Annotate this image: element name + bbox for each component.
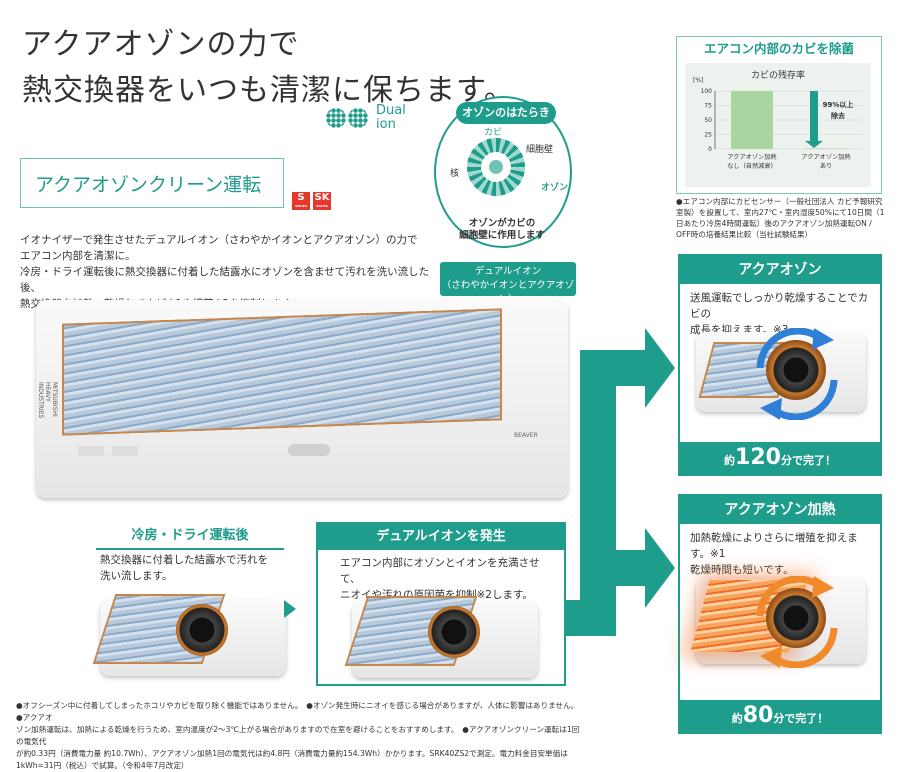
option-aqua-ozone-panel: アクアオゾン 送風運転でしっかり乾燥することでカビの 成長を抑えます。※3 約1… xyxy=(678,254,882,476)
sensor-window xyxy=(288,444,330,456)
nucleus-icon xyxy=(489,160,503,174)
ozone-caption: オゾンがカビの 細胞壁に作用します xyxy=(459,218,545,241)
ozone-diagram-title: オゾンのはたらき xyxy=(456,102,556,124)
airflow-arrows-orange-icon xyxy=(756,576,838,668)
chart-ylabel: [%] xyxy=(693,77,703,84)
chart-ytick: 100 xyxy=(701,88,713,95)
option-aqua-ozone-heat-time: 約80分で完了！ xyxy=(680,700,880,732)
chart-annotation-line1: 99%以上 xyxy=(823,100,854,109)
headline: アクアオゾンの力で 熱交換器をいつも清潔に保ちます。 xyxy=(22,22,515,114)
chart-category-label: なし（自然減衰） xyxy=(727,162,777,170)
path-label: 運転モードを選択 xyxy=(649,404,663,516)
fan-icon xyxy=(428,606,480,658)
mode-title: アクアオゾンクリーン運転 xyxy=(20,158,284,208)
chart-ytick: 75 xyxy=(704,103,712,110)
chart-bar xyxy=(805,148,847,150)
option-aqua-ozone-heat-text: 加熱乾燥によりさらに増殖を抑えます。※1 乾燥時間も短いです。 xyxy=(690,532,858,576)
chart-reduction-arrowhead xyxy=(805,140,823,148)
chart-bar xyxy=(731,91,773,149)
step2-title: デュアルイオンを発生 xyxy=(318,524,564,550)
option-aqua-ozone-heat-title: アクアオゾン加熱 xyxy=(680,496,880,524)
mold-chart-panel: エアコン内部のカビを除菌 カビの残存率 [%] 100 75 50 25 0 アクアオゾン加熱… xyxy=(676,36,882,194)
mold-chart-panel-title: エアコン内部のカビを除菌 xyxy=(703,41,854,56)
chart-ytick: 50 xyxy=(704,117,712,124)
mold-chart-svg: カビの残存率[%]1007550250アクアオゾン加熱なし（自然減衰）アクアオゾ… xyxy=(693,69,863,170)
fan-icon xyxy=(766,588,826,648)
chart-annotation-line2: 除去 xyxy=(831,111,845,120)
step1-title: 冷房・ドライ運転後 xyxy=(96,524,284,550)
headline-line2: 熱交換器をいつも清潔に保ちます。 xyxy=(22,73,515,108)
chart-title: カビの残存率 xyxy=(751,69,805,81)
dual-ion-line1: Dual xyxy=(376,103,406,118)
chart-ytick: 0 xyxy=(708,146,712,153)
display-panel-2 xyxy=(112,446,138,456)
model-label: BEAVER xyxy=(514,432,538,439)
intro-line2: エアコン内部を清潔に。 xyxy=(20,250,136,262)
fan-icon xyxy=(176,604,228,656)
option-aqua-ozone-title: アクアオゾン xyxy=(680,256,880,284)
mode-select-arrow-icon xyxy=(540,328,675,636)
label-nucleus: 核 xyxy=(450,169,460,179)
label-ozone: オゾン xyxy=(541,183,569,193)
intro-text: イオナイザーで発生させたデュアルイオン（さわやかイオンとアクアオゾン）の力で エ… xyxy=(20,232,430,312)
mold-chart-note: ●エアコン内部にカビセンサー（一般社団法人 カビ予報研究室製）を設置して、室内2… xyxy=(676,197,885,239)
dual-ion-dots-icon xyxy=(326,108,368,128)
chart-category-label: アクアオゾン加熱 xyxy=(801,153,850,161)
intro-line1: イオナイザーで発生させたデュアルイオン（さわやかイオンとアクアオゾン）の力で xyxy=(20,234,418,246)
option-aqua-ozone-heat-panel: アクアオゾン加熱 加熱乾燥によりさらに増殖を抑えます。※1 乾燥時間も短いです。… xyxy=(678,494,882,734)
chart-category-label: アクアオゾン加熱 xyxy=(727,153,776,161)
dual-ion-line2: ion xyxy=(376,117,396,132)
label-cell-wall: 細胞壁 xyxy=(526,145,554,155)
footnote: ●オフシーズン中に付着してしまったホコリやカビを取り除く機能ではありません。 ●… xyxy=(16,701,583,770)
intro-line3: 冷房・ドライ運転後に熱交換器に付着した結露水にオゾンを含ませて汚れを洗い流した後… xyxy=(20,266,430,294)
label-mold: カビ xyxy=(484,128,503,138)
dual-ion-tag: デュアルイオン （さわやかイオンとアクアオゾン） xyxy=(440,262,576,305)
chart-reduction-arrow xyxy=(810,91,818,143)
headline-line1: アクアオゾンの力で xyxy=(22,27,300,62)
step1-text: 熱交換器に付着した結露水で汚れを 洗い流します。 xyxy=(100,554,268,582)
fan-icon xyxy=(766,340,826,400)
display-panel xyxy=(78,446,104,456)
flow-arrows xyxy=(540,328,675,636)
chart-ytick: 25 xyxy=(704,132,712,139)
chart-category-label: あり xyxy=(820,163,832,170)
airflow-arrows-blue-icon xyxy=(756,328,838,420)
option-aqua-ozone-time: 約120分で完了！ xyxy=(680,442,880,474)
step-arrow-icon xyxy=(284,600,296,618)
brand-logo: MITSUBISHI HEAVY INDUSTRIES xyxy=(37,382,58,419)
heat-exchanger-coil xyxy=(62,308,502,436)
